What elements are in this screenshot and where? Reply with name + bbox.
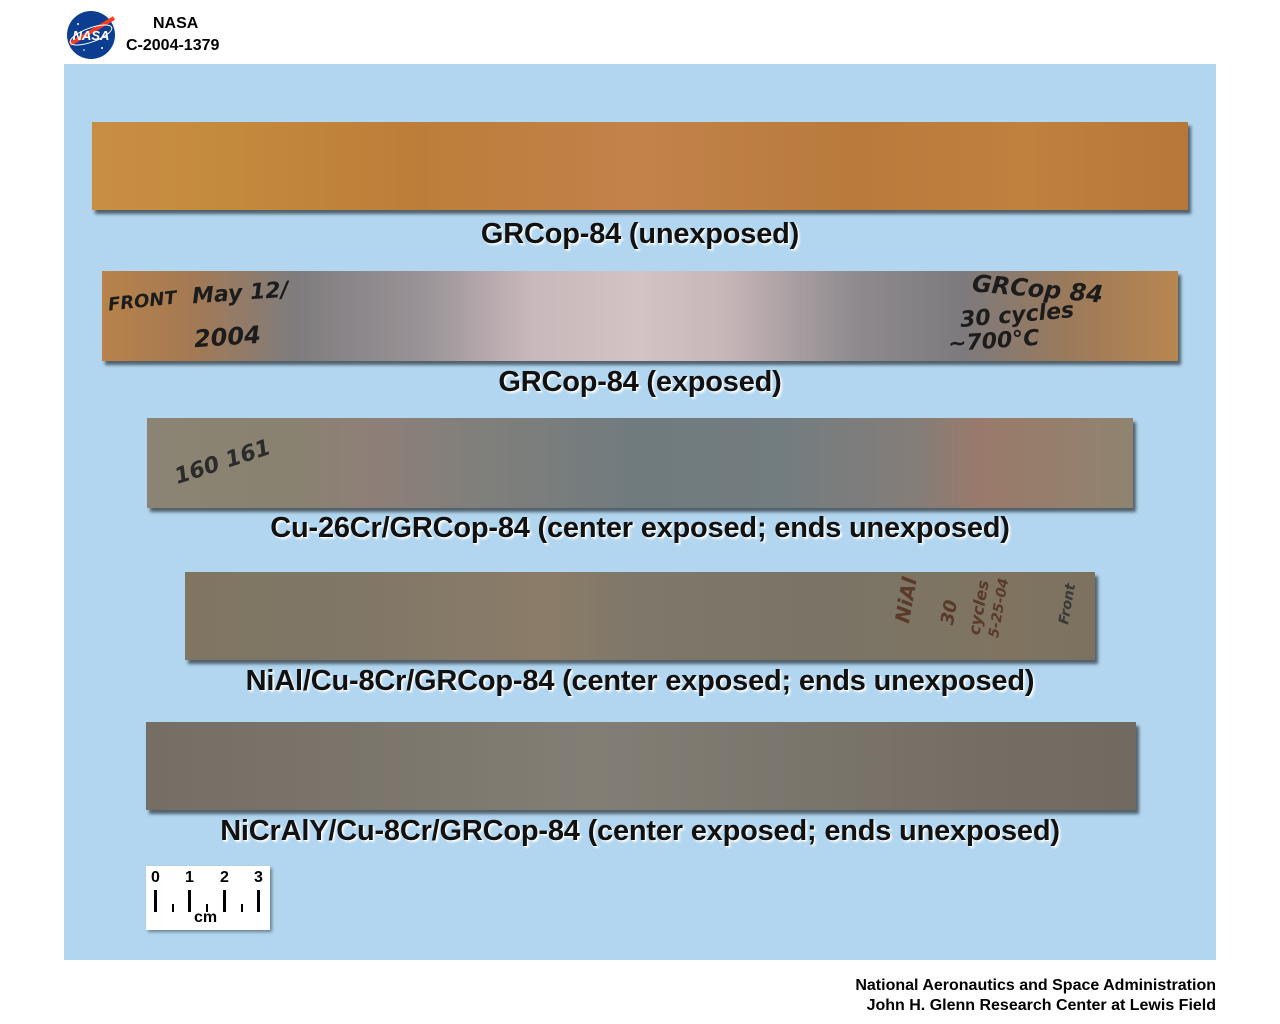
scale-tick-major — [223, 890, 226, 912]
scale-label: 0 — [151, 869, 160, 886]
handwritten-front-label: Front — [1056, 582, 1080, 626]
sample-caption: GRCop-84 (unexposed) — [480, 218, 800, 250]
image-id: C-2004-1379 — [126, 37, 220, 54]
sample-strip-nial-cu8cr-grcop84: NiAl 30 cycles 5-25-04 Front — [185, 572, 1095, 660]
scale-tick-major — [257, 890, 260, 912]
sample-strip-nicraly-cu8cr-grcop84 — [146, 722, 1136, 810]
handwritten-sample-numbers: 160 161 — [171, 435, 274, 490]
scale-tick-minor — [172, 904, 174, 912]
sample-caption: NiCrAlY/Cu-8Cr/GRCop-84 (center exposed;… — [220, 815, 1060, 847]
scale-label: 3 — [254, 869, 263, 886]
photo-panel: GRCop-84 (unexposed) FRONT May 12/ 2004 … — [64, 64, 1216, 960]
sample-caption: NiAl/Cu-8Cr/GRCop-84 (center exposed; en… — [245, 665, 1035, 697]
scale-bar: 0 1 2 3 cm — [146, 866, 270, 930]
footer-agency-name: National Aeronautics and Space Administr… — [855, 977, 1216, 994]
nasa-logo: NASA — [67, 11, 116, 59]
handwritten-coating: NiAl — [890, 575, 922, 625]
sample-caption: GRCop-84 (exposed) — [498, 366, 782, 398]
handwritten-count: 30 — [937, 598, 963, 627]
handwritten-temperature: ~700°C — [947, 325, 1041, 358]
scale-unit: cm — [194, 909, 218, 926]
handwritten-year: 2004 — [193, 320, 262, 354]
sample-caption: Cu-26Cr/GRCop-84 (center exposed; ends u… — [270, 512, 1010, 544]
logo-wordmark: NASA — [73, 28, 110, 43]
scale-tick-major — [188, 890, 191, 912]
sample-strip-grcop84-exposed: FRONT May 12/ 2004 GRCop 84 30 cycles ~7… — [102, 269, 1178, 361]
credit-agency: NASA — [153, 15, 199, 32]
handwritten-date: May 12/ — [191, 277, 290, 310]
scale-tick-minor — [241, 904, 243, 912]
scale-tick-major — [154, 890, 157, 912]
sample-strip-grcop84-unexposed — [92, 122, 1188, 210]
sample-strip-cu26cr-grcop84: 160 161 — [147, 418, 1133, 508]
scale-label: 2 — [220, 869, 229, 886]
handwritten-front-label: FRONT — [107, 287, 178, 316]
footer-center-name: John H. Glenn Research Center at Lewis F… — [866, 997, 1216, 1014]
scale-label: 1 — [185, 869, 194, 886]
scale-tick-minor — [206, 904, 208, 912]
